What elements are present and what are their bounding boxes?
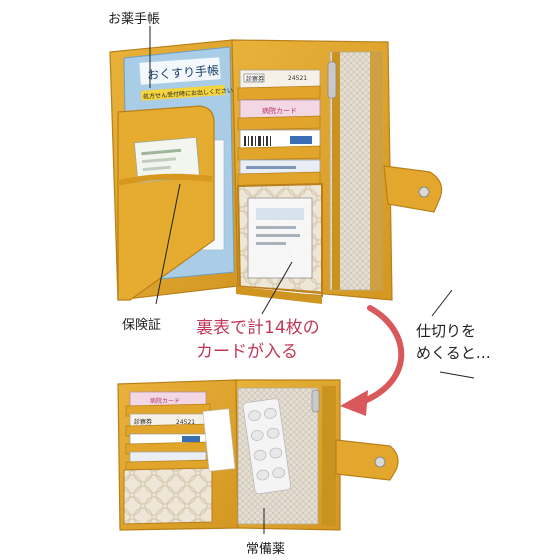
snap-button <box>418 186 430 198</box>
callout-line1: 裏表で計14枚の <box>196 318 320 338</box>
curved-arrow <box>359 305 405 405</box>
card-number-b: 24521 <box>176 419 195 426</box>
insurance-card <box>118 136 212 186</box>
card-number-a: 24521 <box>288 75 307 82</box>
note-line2: めくると… <box>416 344 491 362</box>
label-regular-medicine: 常備薬 <box>246 542 286 557</box>
label-medication-notebook: お薬手帳 <box>108 12 161 27</box>
callout-card-count: 裏表で計14枚の カードが入る <box>196 316 320 364</box>
note-line1: 仕切りを <box>416 322 477 340</box>
note-divider: 仕切りを めくると… <box>416 320 491 364</box>
notebook-title: おくすり手帳 <box>147 63 220 82</box>
card-hospital: 病院カード <box>262 106 297 115</box>
label-insurance-card: 保険証 <box>122 318 162 333</box>
card-pockets: 診察券 24521 病院カード <box>236 69 323 304</box>
card-consultation-2: 診察券 <box>134 418 152 426</box>
medicine-blister <box>242 398 291 495</box>
open-wallet: おくすり手帳 処方せん受付時にお出しください 診察券 <box>109 39 443 304</box>
arrow-head <box>340 390 368 416</box>
snap-strap <box>383 165 443 213</box>
zipper-pull <box>327 61 337 99</box>
card-consultation: 診察券 <box>246 75 264 83</box>
card-hospital-2: 病院カード <box>150 397 180 405</box>
callout-line2: カードが入る <box>196 342 298 362</box>
open-wallet-divider-flipped: 病院カード 診察券 24521 <box>117 379 399 531</box>
